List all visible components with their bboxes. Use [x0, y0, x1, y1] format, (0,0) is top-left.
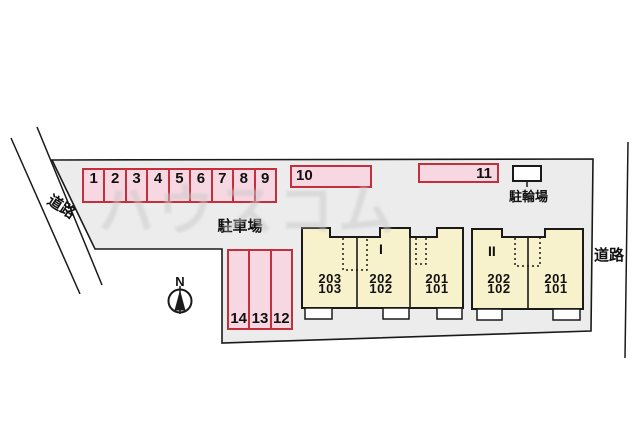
parking-stall: 6: [191, 170, 213, 201]
parking-column-12-14: 14 13 12: [227, 249, 293, 330]
stall-number: 9: [261, 170, 270, 187]
road-right-outer-edge: [624, 141, 629, 359]
unit-label: 203 103: [306, 271, 354, 296]
unit-number-1f: 102: [369, 280, 393, 296]
unit-number-2f: 201: [544, 271, 568, 286]
stall-number: 8: [239, 170, 248, 187]
stall-number: 13: [251, 310, 269, 327]
parking-stall: 13: [250, 251, 272, 328]
unit-number-2f: 203: [318, 271, 342, 286]
stall-number: 4: [153, 170, 163, 187]
parking-stall-10: 10: [290, 165, 372, 188]
unit-label: 201 101: [413, 271, 461, 296]
unit-number-1f: 101: [425, 280, 449, 296]
unit-number-1f: 103: [318, 280, 342, 296]
building-2-step: [552, 308, 581, 321]
stall-number: 14: [230, 310, 247, 327]
stall-number: 6: [196, 170, 206, 187]
unit-number-2f: 202: [487, 271, 511, 286]
building-1-entry-dashed: [342, 238, 368, 271]
parking-stall: 8: [234, 170, 256, 201]
building-1-outline: [301, 227, 464, 309]
parking-stall: 12: [272, 251, 291, 328]
unit-number-1f: 101: [544, 280, 568, 296]
stall-number: 2: [110, 170, 120, 187]
stall-number: 1: [89, 170, 98, 187]
unit-number-2f: 202: [369, 271, 393, 286]
parking-stall: 3: [127, 170, 149, 201]
unit-label: 202 102: [475, 271, 523, 296]
parking-stall: 14: [229, 251, 251, 328]
building-2-step: [476, 308, 503, 321]
building-1-name: I: [379, 241, 383, 257]
building-1-entry-dashed: [415, 238, 427, 265]
parking-stall: 7: [213, 170, 235, 201]
road-left-inner-edge: [36, 126, 103, 286]
building-1-step: [382, 307, 410, 320]
building-2-name: II: [488, 243, 496, 259]
bicycle-area-label: 駐輪場: [509, 189, 549, 204]
unit-label: 201 101: [532, 271, 580, 296]
road-right-label: 道路: [594, 247, 625, 264]
compass-north-label: N: [175, 274, 185, 289]
parking-stall: 2: [105, 170, 127, 201]
building-1-step: [436, 307, 463, 320]
stall-number: 5: [175, 170, 184, 187]
stall-number: 11: [476, 165, 492, 182]
road-left-outer-edge: [10, 137, 81, 295]
building-2-entry-dashed: [514, 238, 541, 267]
parking-row-1-9: 1 2 3 4 5 6 7 8 9: [82, 168, 277, 203]
unit-number-1f: 102: [487, 280, 511, 296]
stall-number: 12: [272, 310, 290, 327]
unit-number-2f: 201: [425, 271, 449, 286]
building-1-step: [304, 307, 333, 320]
stall-number: 3: [132, 170, 141, 187]
bicycle-parking-box: [512, 165, 542, 182]
parking-stall: 1: [84, 170, 106, 201]
compass-north-arrow: [174, 290, 186, 311]
parking-stall-11: 11: [418, 163, 499, 183]
parking-stall: 5: [170, 170, 192, 201]
stall-number: 7: [218, 170, 227, 187]
parking-area-label: 駐車場: [217, 218, 263, 235]
parking-stall: 9: [256, 170, 275, 201]
stall-number: 10: [296, 167, 313, 184]
parking-stall: 4: [148, 170, 170, 201]
unit-label: 202 102: [357, 271, 405, 296]
